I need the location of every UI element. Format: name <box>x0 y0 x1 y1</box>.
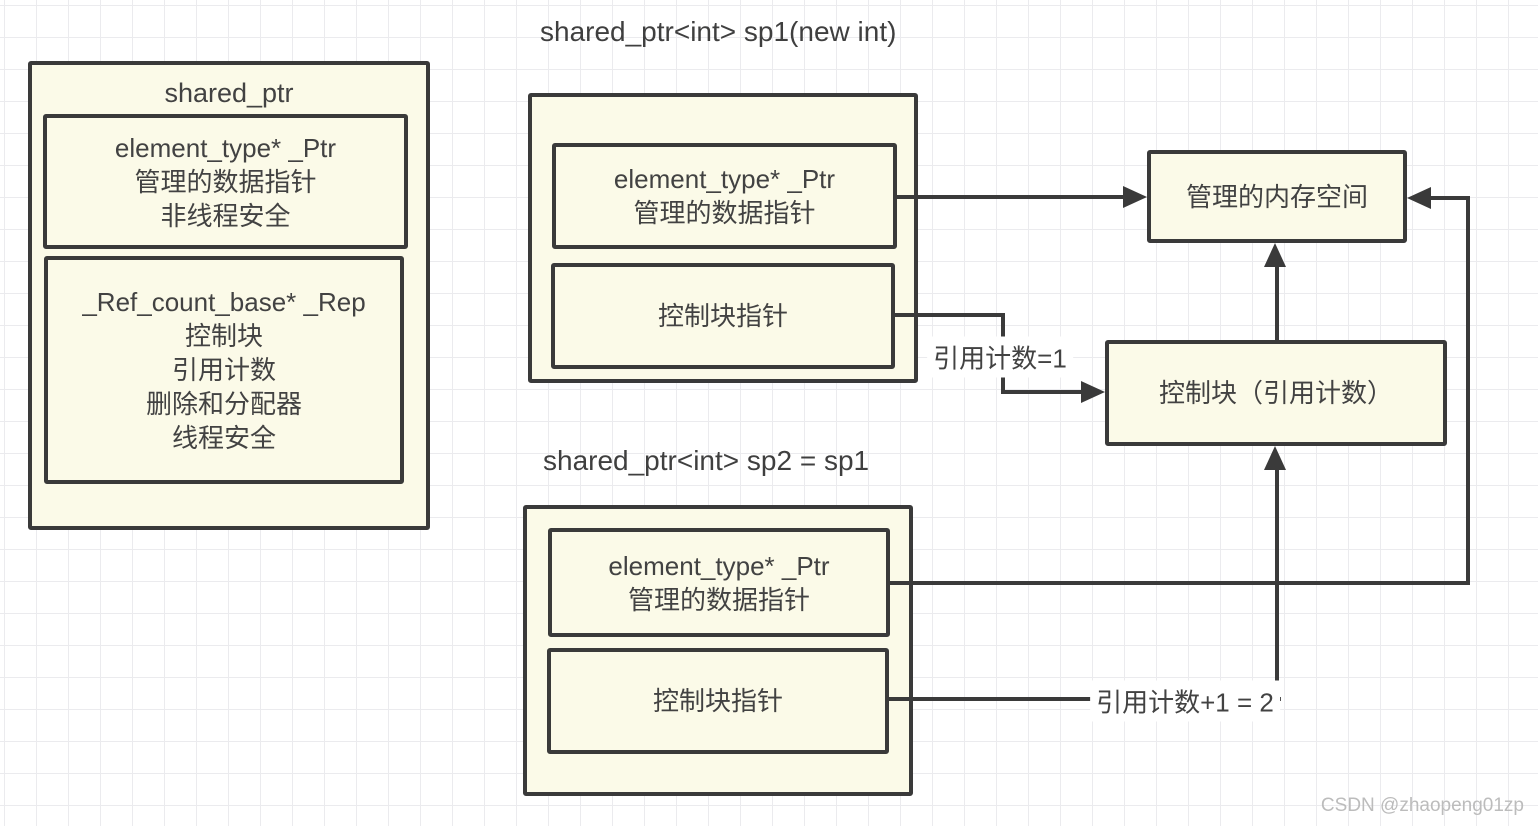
edge-sp1-ctrl-h2 <box>1001 390 1085 394</box>
ref-count-1-label: 引用计数=1 <box>927 336 1073 378</box>
sp2-ptr-field-box: element_type* _Ptr 管理的数据指针 <box>548 528 890 637</box>
shared-ptr-class-title: shared_ptr <box>164 78 294 108</box>
class-rep-field-line: 线程安全 <box>171 423 276 453</box>
class-rep-field-line: 引用计数 <box>171 355 276 385</box>
managed-memory-label: 管理的内存空间 <box>1185 181 1368 212</box>
class-rep-field-line: _Ref_count_base* _Rep <box>82 287 366 317</box>
edge-sp1-ctrl-h1 <box>895 313 1005 317</box>
ref-count-2-label: 引用计数+1 = 2 <box>1090 680 1280 722</box>
sp1-ptr-field-box: element_type* _Ptr 管理的数据指针 <box>552 143 897 249</box>
sp2-ctrl-field-label: 控制块指针 <box>652 686 783 716</box>
sp2-ptr-field-line: 管理的数据指针 <box>627 584 810 615</box>
arrowhead-sp1-ctrl-to-control-block <box>1081 381 1105 403</box>
sp1-ctrl-field-label: 控制块指针 <box>657 301 788 331</box>
control-block-box: 控制块（引用计数） <box>1105 340 1447 446</box>
edge-sp2-ctrl-v <box>1275 464 1279 701</box>
arrowhead-control-block-to-memory <box>1264 243 1286 267</box>
sp2-caption: shared_ptr<int> sp2 = sp1 <box>543 445 870 476</box>
class-ptr-field-box: element_type* _Ptr 管理的数据指针 非线程安全 <box>43 114 408 249</box>
class-rep-field-box: _Ref_count_base* _Rep 控制块 引用计数 删除和分配器 线程… <box>44 256 404 484</box>
edge-sp2-ptr-top <box>1431 196 1470 200</box>
class-rep-field-line: 控制块 <box>184 321 263 351</box>
class-rep-field-line: 删除和分配器 <box>145 389 302 419</box>
edge-control-block-to-memory <box>1275 263 1279 340</box>
sp1-ctrl-field-box: 控制块指针 <box>551 263 895 369</box>
arrowhead-sp1-ptr-to-memory <box>1123 186 1147 208</box>
managed-memory-box: 管理的内存空间 <box>1147 150 1407 243</box>
edge-sp1-ptr-to-memory <box>897 195 1127 199</box>
sp2-ctrl-field-box: 控制块指针 <box>547 648 889 754</box>
control-block-label: 控制块（引用计数） <box>1158 378 1393 408</box>
edge-sp2-ctrl-h <box>889 697 1281 701</box>
class-ptr-field-line: 非线程安全 <box>160 200 291 231</box>
edge-sp2-ptr-h <box>890 581 1470 585</box>
edge-sp2-ptr-v <box>1466 196 1470 585</box>
class-ptr-field-line: 管理的数据指针 <box>134 166 317 197</box>
arrowhead-sp2-ctrl-to-control-block <box>1264 446 1286 470</box>
sp1-ptr-field-line: element_type* _Ptr <box>613 164 836 194</box>
class-ptr-field-line: element_type* _Ptr <box>114 132 337 163</box>
sp1-ptr-field-line: 管理的数据指针 <box>633 198 816 228</box>
sp1-caption: shared_ptr<int> sp1(new int) <box>540 16 897 47</box>
arrowhead-sp2-ptr-to-memory <box>1407 187 1431 209</box>
sp2-ptr-field-line: element_type* _Ptr <box>608 550 830 581</box>
csdn-watermark: CSDN @zhaopeng01zp <box>1320 795 1524 816</box>
